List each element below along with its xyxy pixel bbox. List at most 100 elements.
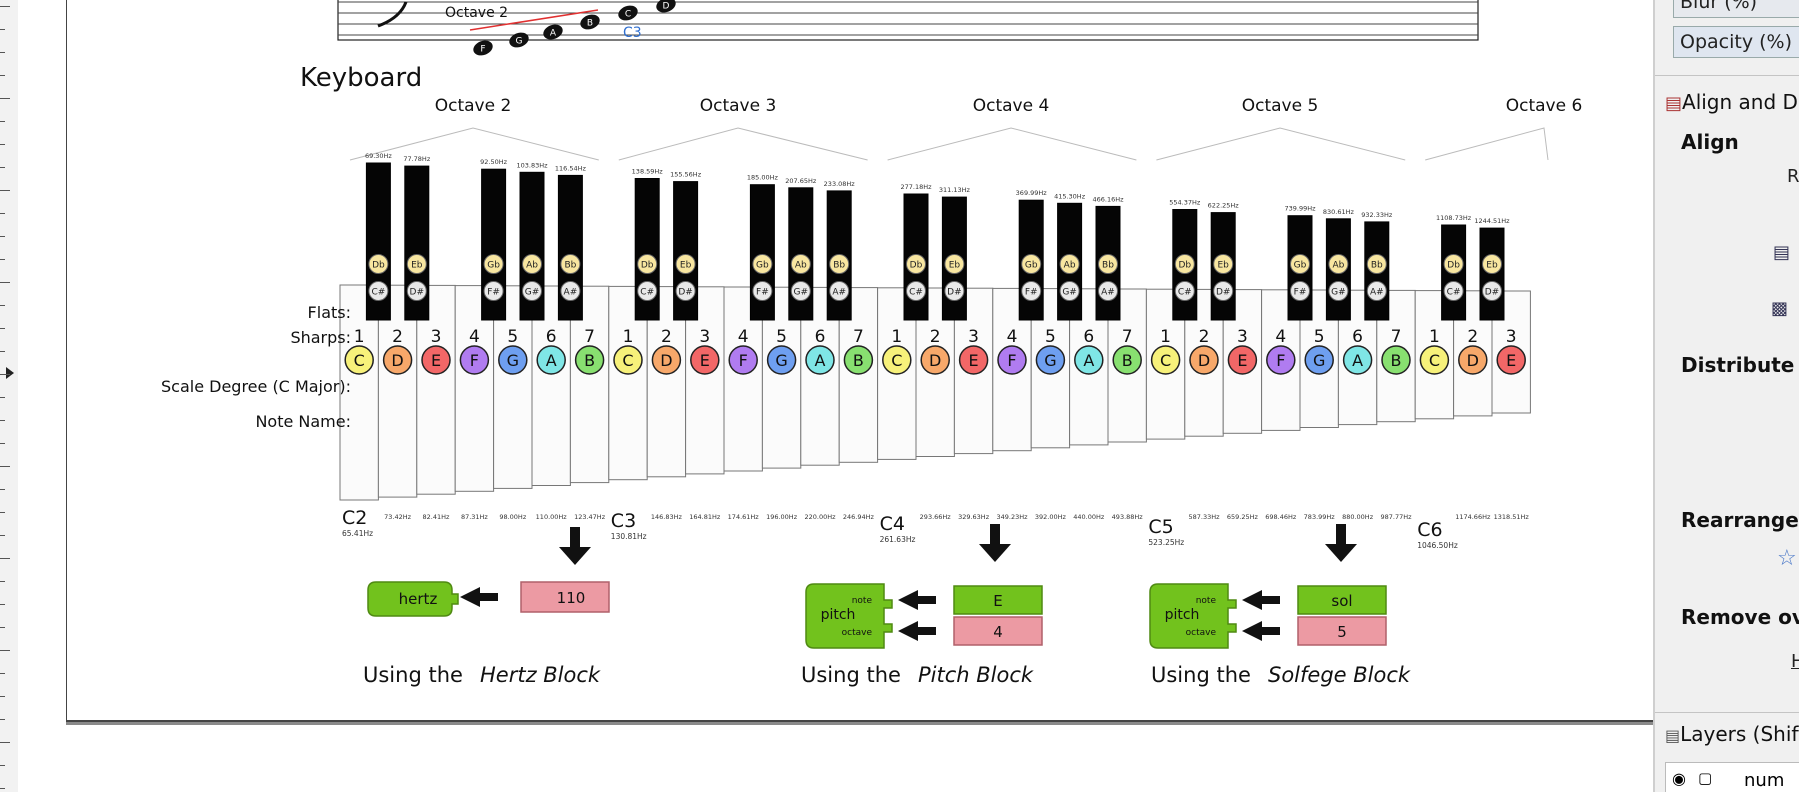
flat-name: Gb (487, 261, 500, 271)
note-name: D (1198, 351, 1210, 370)
flat-name: Eb (411, 261, 423, 271)
solfege-octave-value: 5 (1337, 623, 1347, 641)
sharp-circle (752, 281, 773, 301)
sharp-name: D# (1485, 288, 1499, 298)
white-key-freq: 659.25Hz (1227, 513, 1259, 521)
sharp-name: D# (678, 288, 692, 298)
align-distribute-tab[interactable]: ▤Align and Distribute (1665, 90, 1799, 114)
flat-name: Eb (680, 261, 692, 271)
note-name: F (739, 351, 748, 370)
align-bottom-icon[interactable]: ▩ (1771, 298, 1789, 319)
layers-tab[interactable]: ▤Layers (Shift+Ctrl+L) (1665, 722, 1799, 746)
scale-degree: 2 (392, 327, 403, 347)
left-arrow-icon (898, 621, 936, 641)
star-icon[interactable]: ☆ (1777, 546, 1797, 571)
white-key-freq: 196.00Hz (766, 513, 798, 521)
white-key-freq: 146.83Hz (651, 513, 683, 521)
flat-name: Ab (1064, 261, 1076, 271)
white-key-freq: 98.00Hz (499, 513, 526, 521)
sharp-name: D# (1216, 288, 1230, 298)
note-circle (882, 345, 912, 375)
blur-field[interactable]: Blur (%) (1673, 0, 1799, 18)
scale-degree: 5 (776, 327, 787, 347)
white-key-freq: 246.94Hz (843, 513, 875, 521)
octave-brace (349, 127, 599, 161)
solfege-note-value: sol (1331, 592, 1352, 610)
c-key-freq: 130.81Hz (611, 532, 647, 541)
horizontal-gap-label[interactable]: H (1791, 651, 1799, 672)
note-name: F (1007, 351, 1016, 370)
align-section-title: Align (1681, 130, 1739, 154)
note-name: A (815, 351, 826, 370)
black-key-freq: 69.30Hz (365, 152, 392, 160)
flat-circle (1021, 254, 1042, 274)
sharp-circle (1174, 281, 1195, 301)
white-key-freq: 1318.51Hz (1494, 513, 1530, 521)
sharp-name: A# (832, 288, 846, 298)
note-circle (651, 345, 682, 375)
staff-note-name: F (480, 45, 485, 55)
white-key-freq: 82.41Hz (423, 513, 450, 521)
sharp-name: G# (794, 288, 809, 298)
black-key-freq: 185.00Hz (747, 174, 779, 182)
note-name: D (1467, 351, 1479, 370)
scale-degree: 4 (1007, 327, 1018, 347)
staff-note-name: D (663, 2, 670, 12)
white-key-freq: 73.42Hz (384, 513, 411, 521)
white-key-freq: 783.99Hz (1304, 513, 1336, 521)
sharp-name: A# (1101, 288, 1115, 298)
scale-degree: 5 (1045, 327, 1056, 347)
note-circle (613, 345, 643, 375)
scale-degree: 3 (968, 327, 979, 347)
note-name: C (1160, 351, 1171, 370)
black-key-freq: 415.30Hz (1054, 192, 1086, 200)
black-key-freq: 233.08Hz (824, 180, 856, 188)
relative-to-label[interactable]: R (1787, 166, 1799, 187)
white-key (377, 284, 418, 498)
opacity-field[interactable]: Opacity (%) (1673, 26, 1799, 58)
align-top-icon[interactable]: ▤ (1773, 242, 1791, 263)
left-arrow-icon (1242, 621, 1280, 641)
ruler-tick (0, 673, 5, 674)
scale-degree: 3 (699, 327, 710, 347)
eye-icon[interactable]: ◉ (1672, 769, 1686, 788)
scale-degree: 5 (1314, 327, 1325, 347)
panel-separator (1655, 75, 1799, 76)
ruler-tick (0, 512, 5, 513)
note-name: D (660, 351, 672, 370)
scale-degree: 2 (1467, 327, 1478, 347)
flat-name: Db (1178, 261, 1191, 271)
black-key-freq: 830.61Hz (1323, 208, 1355, 216)
sharp-circle (1059, 281, 1080, 301)
ruler-tick (0, 535, 5, 536)
flat-circle (1174, 254, 1195, 274)
solfege-block-name: pitch (1165, 607, 1200, 623)
sharp-circle (1366, 281, 1387, 301)
note-name: F (470, 351, 479, 370)
flat-circle (1059, 254, 1080, 274)
octave-brace (1156, 127, 1406, 161)
white-key-freq: 1174.66Hz (1455, 513, 1491, 521)
vertical-ruler[interactable] (0, 0, 19, 792)
lock-icon[interactable]: ▢ (1698, 769, 1713, 787)
layer-row[interactable]: ◉ ▢ num (1665, 762, 1799, 792)
ruler-tick (0, 213, 5, 214)
sharp-name: G# (1062, 288, 1077, 298)
flat-circle (906, 254, 926, 274)
white-key-freq: 87.31Hz (461, 513, 488, 521)
flat-name: Eb (1486, 261, 1498, 271)
ruler-tick (0, 397, 5, 398)
flat-circle (637, 254, 658, 274)
flat-name: Gb (1025, 261, 1038, 271)
white-key-freq: 293.66Hz (920, 513, 952, 521)
sharp-circle (560, 281, 581, 301)
ruler-tick (0, 259, 5, 260)
sharp-circle (829, 281, 850, 301)
flat-circle (1213, 254, 1234, 274)
left-arrow-icon (898, 590, 936, 610)
flat-name: Bb (1371, 261, 1383, 271)
note-circle (1381, 345, 1411, 375)
ruler-tick (0, 696, 5, 697)
ruler-tick (0, 190, 10, 191)
